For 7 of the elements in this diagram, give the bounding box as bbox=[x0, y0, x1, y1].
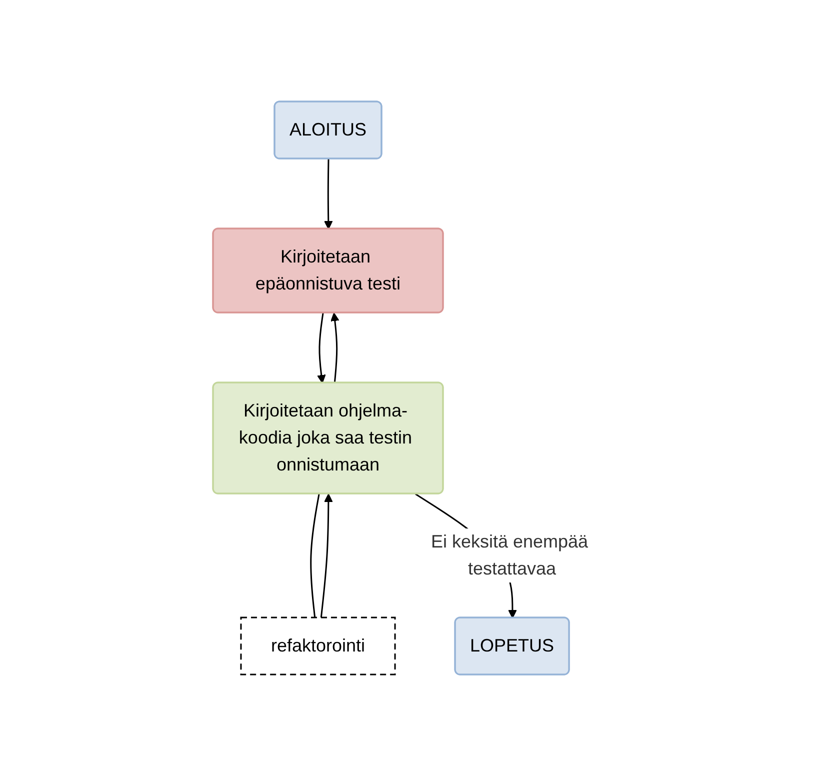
edge-label: Ei keksitä enempää testattavaa bbox=[431, 531, 589, 578]
arrow bbox=[318, 312, 326, 384]
node-box: refaktorointi bbox=[240, 616, 396, 676]
arrow bbox=[320, 494, 334, 618]
connector bbox=[310, 494, 320, 618]
arrow bbox=[331, 312, 340, 384]
arrow bbox=[324, 159, 334, 230]
